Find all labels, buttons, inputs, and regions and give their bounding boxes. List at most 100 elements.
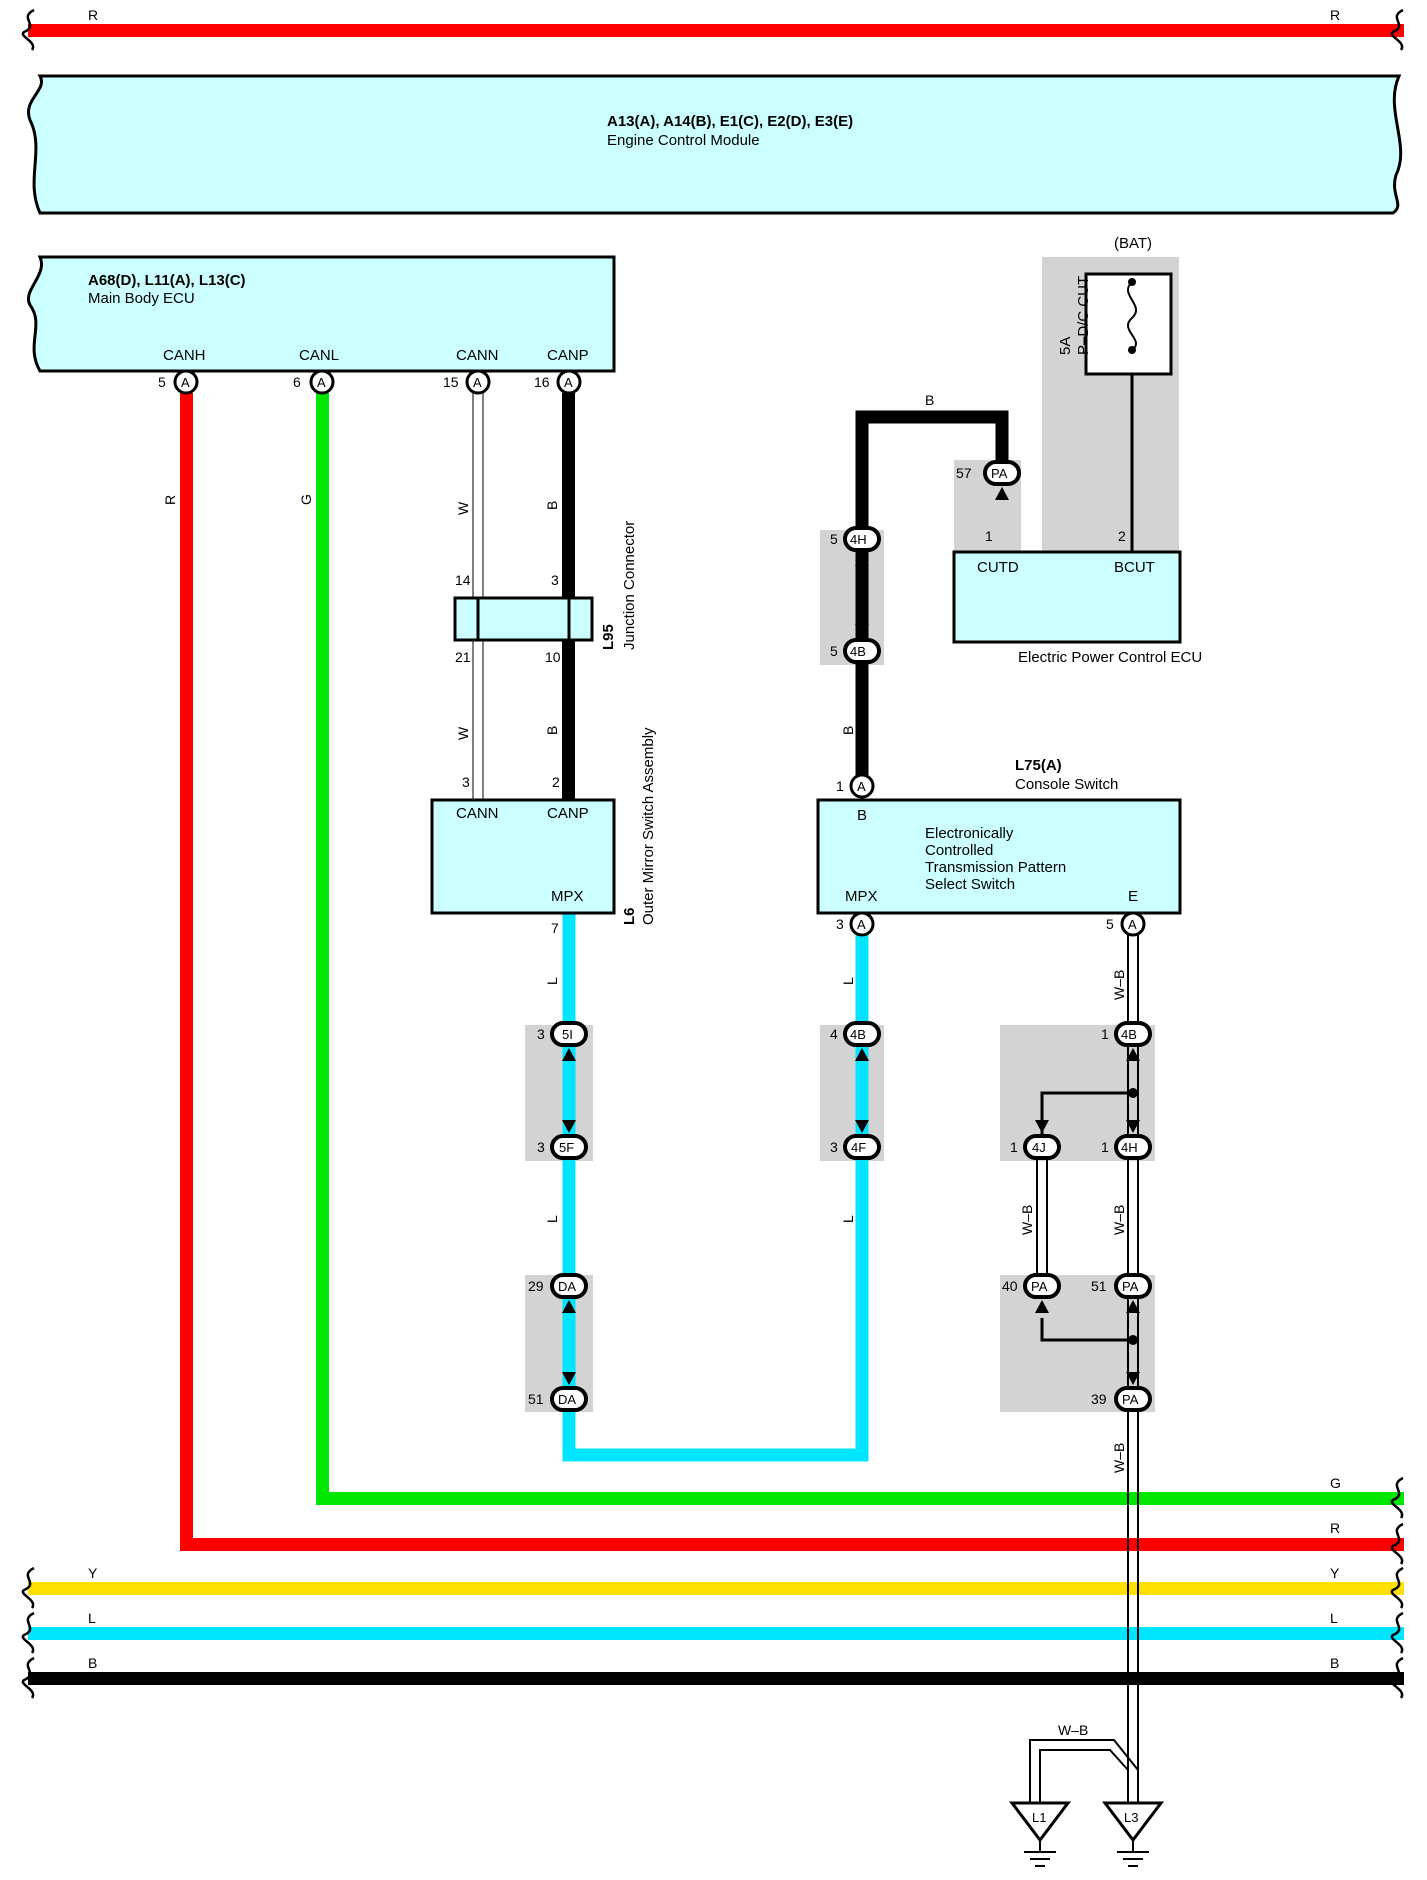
svg-text:4B: 4B [1121,1027,1137,1042]
l95-name: Junction Connector [621,521,638,650]
connector-4h-1: 4H 1 [1101,1120,1152,1160]
pin-canp-conn: A [564,375,573,390]
wire-label-b2: B [544,726,560,735]
bus-label-y-left: Y [88,1565,98,1581]
epc-name: Electric Power Control ECU [1018,649,1202,666]
svg-text:4F: 4F [851,1140,866,1155]
l75-name: Console Switch [1015,776,1118,793]
connector-4b-5: 4B 5 [830,624,881,664]
l6-terminal-mpx: MPX [551,888,584,905]
wire-label-l3: L [544,1215,560,1223]
fuse-rating: 5A [1057,337,1074,355]
wire-label-w1: W [455,501,471,515]
svg-text:3: 3 [537,1139,545,1155]
main-body-ecu-name: Main Body ECU [88,290,195,307]
wire-label-l4: L [840,1215,856,1223]
l75-code: L75(A) [1015,757,1062,774]
l6-pin-2: 2 [552,774,560,790]
l75-desc-1: Electronically [925,825,1014,842]
outer-mirror-switch-l6: CANN CANP MPX 3 2 7 L6 Outer Mirror Swit… [430,727,657,936]
terminal-canh: CANH [163,347,206,364]
svg-text:4H: 4H [1121,1140,1138,1155]
bus-label-r2: R [1330,1520,1340,1536]
terminal-canp: CANP [547,347,589,364]
bus-label-r-left: R [88,7,98,23]
l75-pin-1: 1 [836,778,844,794]
pin-canh-num: 5 [158,374,166,390]
ecm-codes: A13(A), A14(B), E1(C), E2(D), E3(E) [607,113,853,130]
svg-text:51: 51 [1091,1278,1107,1294]
svg-text:5: 5 [830,643,838,659]
l6-terminal-canp: CANP [547,805,589,822]
wire-label-r: R [162,495,178,505]
svg-text:3: 3 [537,1026,545,1042]
console-switch-l75: L75(A) Console Switch B MPX E Electronic… [816,757,1182,937]
svg-text:29: 29 [528,1278,544,1294]
wire-label-wb3: W–B [1111,1205,1127,1235]
epc-pin-2: 2 [1118,528,1126,544]
wire-labels: R G W B W B B B L L L L W–B W–B W–B W–B … [162,392,1127,1738]
l95-pin-10: 10 [545,649,561,665]
epc-terminal-bcut: BCUT [1114,559,1155,576]
l75-pin-e-conn: A [1128,917,1137,932]
wire-label-g: G [298,494,314,505]
ground-l1: L1 [1008,1801,1072,1867]
svg-text:5I: 5I [562,1027,573,1042]
pin-canh-conn: A [181,375,190,390]
main-body-ecu-pins: A 5 A 6 A 15 A 16 [158,369,582,395]
svg-text:PA: PA [1122,1279,1139,1294]
wire-label-wb2: W–B [1019,1205,1035,1235]
pin-cann-conn: A [473,375,482,390]
svg-text:DA: DA [558,1279,576,1294]
l75-pin-3: 3 [836,916,844,932]
wire-canh-red [180,393,193,1551]
svg-text:PA: PA [991,466,1008,481]
svg-text:4B: 4B [850,644,866,659]
wire-label-b1: B [544,501,560,510]
wire-label-wb5: W–B [1058,1722,1088,1738]
connector-da-29: DA 29 [528,1273,588,1313]
fuse-name: P–D/C CUT [1075,276,1092,355]
svg-text:L1: L1 [1032,1810,1046,1825]
wire-label-wb4: W–B [1111,1443,1127,1473]
l75-pin-5: 5 [1106,916,1114,932]
lower-buses: G R Y Y L L B B [21,1475,1404,1699]
epc-terminal-cutd: CUTD [977,559,1019,576]
junction-connector-l95: 14 3 21 10 L95 Junction Connector [453,521,638,665]
svg-text:40: 40 [1002,1278,1018,1294]
l95-pin-3: 3 [551,572,559,588]
l6-pin-3: 3 [462,774,470,790]
l6-pin-7: 7 [551,920,559,936]
l95-pin-21: 21 [455,649,471,665]
svg-text:L3: L3 [1124,1810,1138,1825]
l75-pin-b-conn: A [857,779,866,794]
l95-pin-14: 14 [455,572,471,588]
wires [180,350,1139,1808]
terminal-canl: CANL [299,347,339,364]
l75-terminal-mpx: MPX [845,888,878,905]
connector-4j-1: 4J 1 [1010,1120,1061,1160]
l95-code: L95 [600,624,617,650]
bus-label-l-left: L [88,1610,96,1626]
fuse-source: (BAT) [1114,235,1152,252]
ground-l3: L3 [1101,1801,1165,1867]
l6-terminal-cann: CANN [456,805,499,822]
engine-control-module: A13(A), A14(B), E1(C), E2(D), E3(E) Engi… [27,74,1403,215]
pin-canp-num: 16 [534,374,550,390]
wire-label-l2: L [840,977,856,985]
svg-text:4H: 4H [850,532,867,547]
svg-text:1: 1 [1010,1139,1018,1155]
wire-label-wb1: W–B [1111,970,1127,1000]
epc-pin-1: 1 [985,528,993,544]
connector-da-51: DA 51 [528,1372,588,1412]
wire-canl-green [316,393,329,1505]
l75-terminal-b: B [857,807,867,824]
wire-cann-white [472,393,484,800]
bus-label-y-right: Y [1330,1565,1340,1581]
svg-text:1: 1 [1101,1139,1109,1155]
connector-pa-51: PA 51 [1091,1273,1152,1313]
bus-label-g: G [1330,1475,1341,1491]
pin-cann-num: 15 [443,374,459,390]
connector-4b-4: 4B 4 [830,1021,881,1061]
pin-canl-conn: A [317,375,326,390]
